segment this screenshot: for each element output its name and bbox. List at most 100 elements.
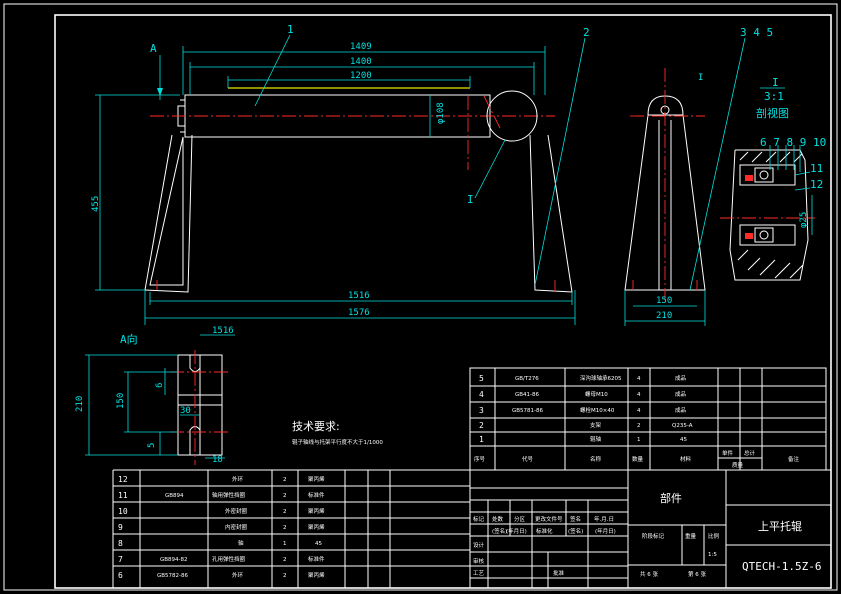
inner-frame [54, 14, 832, 589]
pl-code-11: GB894 [165, 493, 184, 499]
tb-h-2: 分区 [514, 515, 526, 523]
tb-h-1: 处数 [492, 515, 504, 523]
pu-h-remark: 备注 [788, 455, 800, 463]
pl-no-9: 9 [118, 523, 123, 532]
pu-mat-2: Q235-A [672, 423, 693, 429]
tb-h-5: 年.月.日 [594, 515, 614, 523]
detail-ref-small: I [698, 73, 703, 83]
parts-upper-rows: 5 GB/T276 深沟球轴承6205 4 成品 4 GB41-86 螺母M10… [474, 374, 800, 469]
pl-no-12: 12 [118, 475, 128, 484]
pu-h-mat: 材料 [680, 455, 692, 463]
part-name: 上平托辊 [758, 519, 802, 533]
a-view [85, 334, 235, 465]
pu-mat-4: 成品 [675, 390, 687, 398]
scale-label: 比例 [708, 532, 720, 540]
pl-code-6: GB5782-86 [157, 573, 189, 579]
tb-v-4: (签名) [568, 527, 583, 535]
dim-455: 455 [91, 196, 101, 212]
outer-frame [3, 3, 838, 591]
front-view [144, 87, 573, 293]
pl-code-7: GB894-82 [160, 557, 188, 563]
scale-value: 1:5 [708, 552, 717, 558]
pl-mat-10: 聚丙烯 [308, 507, 325, 515]
dim-1200: 1200 [350, 71, 372, 81]
pu-no-2: 2 [479, 421, 484, 430]
pl-mat-11: 标准件 [308, 491, 325, 499]
pl-qty-7: 2 [283, 557, 287, 563]
pu-code-5: GB/T276 [515, 376, 539, 382]
a-dim-5: 5 [147, 443, 157, 448]
weight-label: 重量 [685, 532, 697, 540]
pl-name-12: 外环 [232, 475, 244, 483]
sheet-number: 第 6 张 [688, 570, 706, 578]
pu-name-3: 螺栓M10×40 [580, 406, 615, 414]
pl-no-10: 10 [118, 507, 128, 516]
detail-title: I [772, 76, 779, 89]
pu-qty-1: 1 [637, 437, 641, 443]
pu-name-5: 深沟球轴承6205 [580, 374, 622, 382]
pl-name-8: 轴 [238, 539, 244, 547]
pl-qty-9: 2 [283, 525, 287, 531]
tb-craft: 工艺 [473, 570, 485, 577]
dim-210: 210 [656, 311, 672, 321]
dim-phi108: φ108 [436, 102, 446, 124]
left-bracket [144, 134, 193, 293]
tb-v-3: 标准化 [536, 527, 553, 535]
notes-line1: 辊子轴线与托架平行度不大于1/1000 [292, 438, 383, 446]
tb-h-3: 更改文件号 [535, 515, 563, 523]
tb-review: 审核 [473, 557, 485, 565]
detail-circle [486, 90, 538, 142]
pu-h-qty: 数量 [632, 455, 644, 463]
tb-h-4: 签名 [570, 515, 581, 523]
detail-leader-11: 11 [810, 162, 823, 175]
pu-no-5: 5 [479, 374, 484, 383]
right-bracket [529, 134, 573, 293]
pl-mat-8: 45 [315, 541, 322, 547]
pu-name-4: 螺母M10 [585, 390, 608, 398]
pu-no-1: 1 [479, 435, 484, 444]
pu-qty-4: 4 [637, 392, 641, 398]
pl-mat-7: 标准件 [308, 555, 325, 563]
stage-label: 阶段标记 [642, 532, 665, 540]
parts-table-lower [112, 469, 470, 588]
pu-h-unit: 单件 [722, 449, 734, 457]
pl-mat-9: 聚丙烯 [308, 523, 325, 531]
pu-name-2: 支架 [590, 421, 602, 429]
a-dim-30: 30 [180, 406, 191, 416]
tb-approve: 批准 [553, 569, 565, 577]
pl-name-7: 孔用弹性挡圈 [212, 555, 246, 563]
dim-1400: 1400 [350, 57, 372, 67]
pl-qty-6: 2 [283, 573, 287, 579]
leader-1-label: 1 [287, 23, 294, 36]
pl-no-8: 8 [118, 539, 123, 548]
pu-code-4: GB41-86 [515, 392, 540, 398]
detail-view [720, 87, 815, 281]
a-dim-6: 6 [155, 383, 165, 388]
detail-scale: 3:1 [764, 90, 784, 103]
side-view [624, 37, 746, 326]
pl-name-11: 轴用弹性挡圈 [212, 491, 246, 499]
pl-no-6: 6 [118, 571, 123, 580]
pl-qty-11: 2 [283, 493, 287, 499]
detail-dia: φ25 [799, 212, 809, 228]
pu-name-1: 辊轴 [590, 435, 602, 443]
pu-qty-2: 2 [637, 423, 641, 429]
tb-h-0: 标记 [473, 515, 485, 523]
pu-mat-1: 45 [680, 437, 687, 443]
pu-code-3: GB5781-86 [512, 408, 544, 414]
dim-1409: 1409 [350, 42, 372, 52]
a-dim-150: 150 [116, 393, 126, 409]
pu-mat-3: 成品 [675, 406, 687, 414]
pl-no-7: 7 [118, 555, 123, 564]
department-label: 部件 [660, 491, 682, 505]
pl-qty-10: 2 [283, 509, 287, 515]
view-a-label: A [150, 42, 157, 55]
drawing-number: QTECH-1.5Z-6 [742, 560, 821, 573]
tb-v-5: (年月日) [595, 527, 616, 535]
detail-leader-12: 12 [810, 178, 823, 191]
pu-h-total: 总计 [744, 449, 756, 457]
notes-title: 技术要求: [292, 420, 340, 433]
a-dim-18: 18 [212, 455, 223, 465]
pl-mat-12: 聚丙烯 [308, 475, 325, 483]
